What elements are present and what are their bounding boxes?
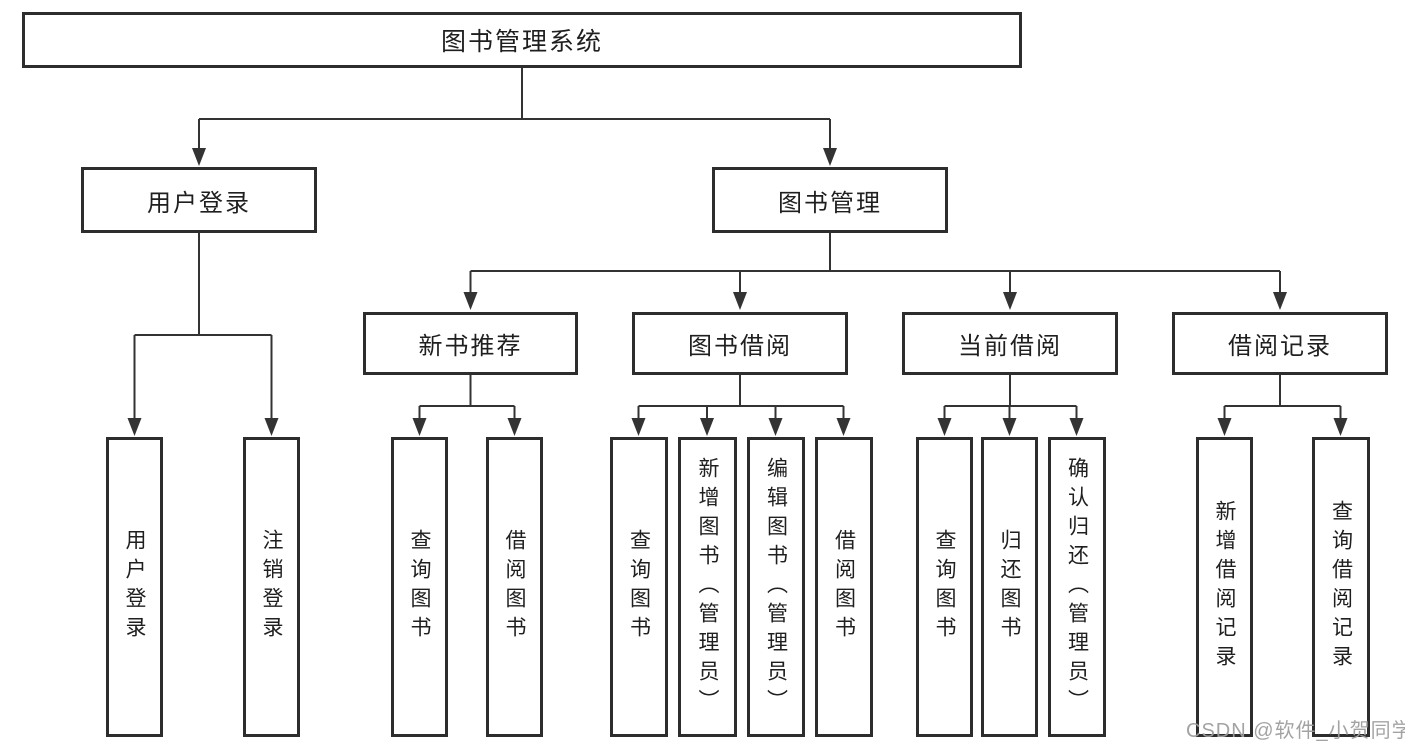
node-label: 用户登录 <box>147 189 251 217</box>
node-label: 图书管理系统 <box>440 28 603 56</box>
node-label: 新增图书（管理员） <box>696 456 719 718</box>
node-label: 确认归还（管理员） <box>1065 456 1089 718</box>
leaf-logout: 注销登录 <box>243 437 300 737</box>
node-root-system: 图书管理系统 <box>22 12 1022 68</box>
leaf-return-book: 归还图书 <box>981 437 1038 737</box>
leaf-borrow-book-recommend: 借阅图书 <box>486 437 543 737</box>
leaf-add-book-admin: 新增图书（管理员） <box>678 437 737 737</box>
leaf-query-borrow-record: 查询借阅记录 <box>1312 437 1370 737</box>
node-label: 当前借阅 <box>958 333 1062 360</box>
leaf-user-login: 用户登录 <box>106 437 163 737</box>
node-borrowing-records: 借阅记录 <box>1172 312 1388 375</box>
node-current-borrowing: 当前借阅 <box>902 312 1118 375</box>
node-label: 查询图书 <box>408 529 431 645</box>
node-label: 注销登录 <box>260 529 283 645</box>
leaf-confirm-return-admin: 确认归还（管理员） <box>1048 437 1106 737</box>
node-label: 用户登录 <box>123 529 146 645</box>
arrowheads <box>127 148 1348 436</box>
leaf-borrow-book: 借阅图书 <box>815 437 873 737</box>
leaf-query-book-borrowing: 查询图书 <box>610 437 668 737</box>
node-user-login: 用户登录 <box>81 167 317 233</box>
connector-strokes <box>133 68 1342 430</box>
leaf-query-book-current: 查询图书 <box>916 437 973 737</box>
node-label: 图书管理 <box>778 189 882 217</box>
leaf-add-borrow-record: 新增借阅记录 <box>1196 437 1253 737</box>
node-book-borrowing: 图书借阅 <box>632 312 848 375</box>
node-label: 借阅记录 <box>1228 333 1332 360</box>
node-label: 查询图书 <box>627 529 651 645</box>
leaf-query-book-recommend: 查询图书 <box>391 437 448 737</box>
node-label: 查询借阅记录 <box>1329 500 1353 674</box>
node-label: 新增借阅记录 <box>1213 500 1236 674</box>
node-book-management: 图书管理 <box>712 167 948 233</box>
leaf-edit-book-admin: 编辑图书（管理员） <box>747 437 805 737</box>
node-label: 借阅图书 <box>832 529 856 645</box>
node-label: 归还图书 <box>998 529 1021 645</box>
node-label: 新书推荐 <box>418 333 523 360</box>
node-new-book-recommend: 新书推荐 <box>363 312 578 375</box>
node-label: 借阅图书 <box>503 529 526 645</box>
csdn-watermark: CSDN @软件_小贺同学 <box>1186 720 1405 742</box>
node-label: 查询图书 <box>933 529 956 645</box>
node-label: 图书借阅 <box>688 333 792 360</box>
node-label: 编辑图书（管理员） <box>764 456 788 718</box>
